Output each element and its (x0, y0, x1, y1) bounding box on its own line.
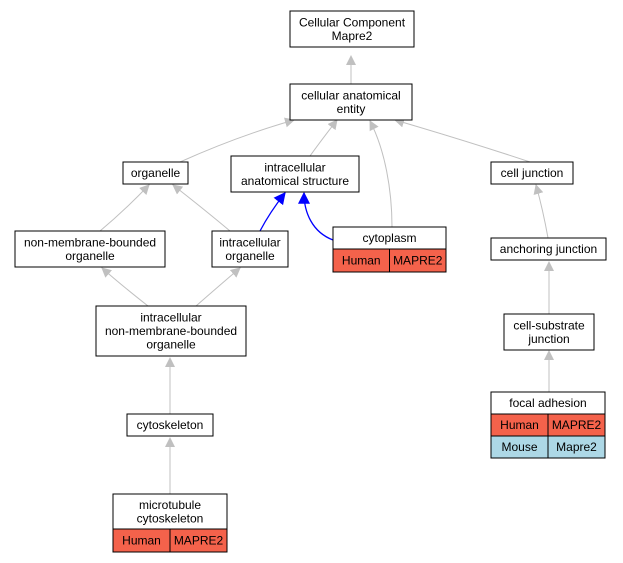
edge-organelle-to-cellular-anatomical-entity (179, 117, 295, 163)
node-intracellular-non-membrane-bounded-organelle[interactable]: intracellularnon-membrane-boundedorganel… (95, 305, 247, 357)
edge-cell-junction-to-cellular-anatomical-entity (394, 117, 531, 163)
edge-intracellular-non-membrane-bounded-organelle-to-non-membrane-bounded-organelle (101, 267, 149, 307)
node-box (95, 305, 247, 357)
node-label: cytoplasm (362, 231, 416, 245)
node-box (490, 161, 574, 185)
node-box (289, 83, 413, 121)
node-label: entity (337, 102, 366, 116)
node-box (14, 230, 166, 268)
node-label: intracellular (219, 235, 280, 249)
node-label: cell-substrate (513, 318, 585, 332)
mouse-gene-cell (547, 435, 606, 459)
mouse-species-label: Mouse (501, 440, 537, 454)
node-box (490, 237, 607, 261)
human-gene-label: MAPRE2 (393, 254, 443, 268)
edge-intracellular-organelle-to-organelle (172, 184, 231, 232)
node-box (122, 161, 189, 185)
edge-cytoplasm-to-cellular-anatomical-entity (369, 120, 393, 228)
human-gene-label: MAPRE2 (174, 534, 224, 548)
edges (99, 55, 554, 494)
node-label: Mapre2 (332, 29, 373, 43)
node-box (211, 230, 289, 268)
node-label: anatomical structure (241, 174, 349, 188)
node-label: microtubule (139, 498, 201, 512)
node-label: intracellular (264, 160, 325, 174)
node-label: organelle (146, 338, 196, 352)
node-label: cell junction (501, 166, 564, 180)
node-label: intracellular (140, 311, 201, 325)
node-label: cellular anatomical (301, 88, 400, 102)
edge-anchoring-junction-to-cell-junction (533, 184, 549, 239)
node-box (289, 10, 415, 48)
node-cytoskeleton[interactable]: cytoskeleton (126, 413, 214, 437)
node-label: junction (527, 332, 569, 346)
node-box (503, 313, 595, 351)
human-species-label: Human (342, 254, 381, 268)
human-gene-cell (169, 528, 228, 553)
edge-intracellular-organelle-to-intracellular-anatomical-structure (259, 192, 286, 232)
node-box (126, 413, 214, 437)
node-label: anchoring junction (500, 242, 597, 256)
human-gene-cell (389, 248, 447, 273)
node-label: non-membrane-bounded (24, 235, 156, 249)
mouse-gene-label: Mapre2 (556, 440, 597, 454)
node-label: organelle (131, 166, 181, 180)
node-label: non-membrane-bounded (105, 324, 237, 338)
edge-non-membrane-bounded-organelle-to-organelle (99, 184, 150, 232)
node-anchoring-junction[interactable]: anchoring junction (490, 237, 607, 261)
human-species-label: Human (122, 534, 161, 548)
node-label: cytoskeleton (137, 511, 204, 525)
edge-intracellular-anatomical-structure-to-cellular-anatomical-entity (309, 119, 338, 157)
human-species-label: Human (500, 418, 539, 432)
node-organelle[interactable]: organelle (122, 161, 189, 185)
node-box (230, 155, 360, 193)
node-label: Cellular Component (299, 15, 406, 29)
node-cell-junction[interactable]: cell junction (490, 161, 574, 185)
edge-cytoplasm-to-intracellular-anatomical-structure (298, 191, 334, 241)
node-label: focal adhesion (509, 396, 586, 410)
node-label: cytoskeleton (137, 418, 204, 432)
node-label: organelle (65, 249, 115, 263)
node-label: organelle (225, 249, 275, 263)
human-gene-label: MAPRE2 (552, 418, 602, 432)
edge-intracellular-non-membrane-bounded-organelle-to-intracellular-organelle (195, 267, 241, 307)
